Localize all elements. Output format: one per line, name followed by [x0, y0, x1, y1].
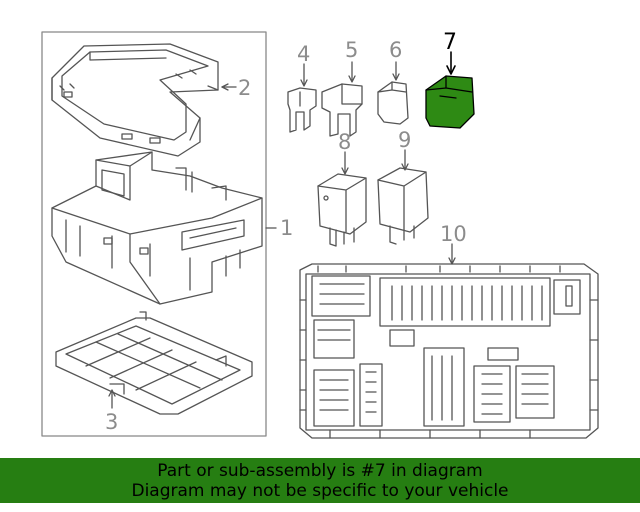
- parts-diagram: 1 2 3 4 5 6 7 8 9 10: [41, 30, 599, 439]
- callout-4: 4: [297, 42, 310, 66]
- callout-6: 6: [389, 38, 402, 62]
- mini-fuse: [287, 63, 317, 133]
- banner-line-1: Part or sub-assembly is #7 in diagram: [157, 460, 483, 481]
- callout-10: 10: [440, 222, 467, 246]
- callout-5: 5: [345, 38, 358, 62]
- banner-line-2: Diagram may not be specific to your vehi…: [131, 480, 509, 501]
- part-notice-banner: Part or sub-assembly is #7 in diagram Di…: [0, 458, 640, 503]
- cartridge-fuse: [377, 61, 409, 125]
- cartridge-fuse-highlighted: [425, 51, 475, 129]
- assembly-group-box: [41, 31, 267, 437]
- callout-3-arrow: [108, 389, 116, 409]
- callout-3: 3: [105, 410, 118, 434]
- junction-panel: [299, 243, 599, 439]
- callout-2-arrow: [221, 83, 237, 91]
- fuse-box-cover: [51, 43, 219, 157]
- lower-tray: [55, 311, 253, 415]
- callout-7-highlighted: 7: [443, 30, 457, 55]
- fuse-box-body: [51, 151, 263, 305]
- regular-fuse: [321, 61, 363, 137]
- callout-1: 1: [280, 216, 293, 240]
- callout-8: 8: [338, 130, 351, 154]
- relay-large: [377, 149, 429, 245]
- callout-9: 9: [398, 128, 411, 152]
- relay-small: [317, 151, 367, 247]
- callout-2: 2: [238, 76, 251, 100]
